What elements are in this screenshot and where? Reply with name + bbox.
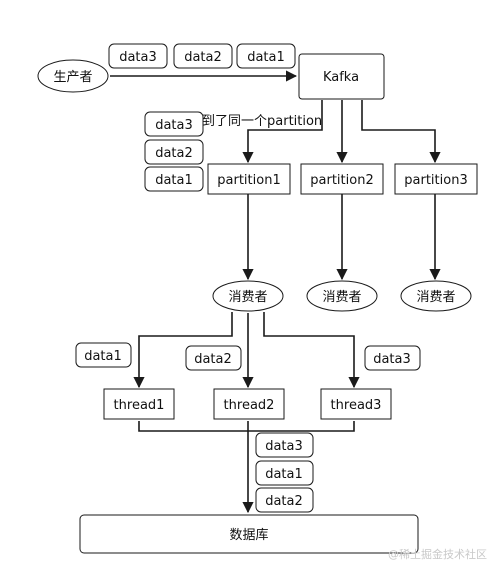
- consumer-node-3: 消费者: [400, 280, 472, 312]
- producer-batch-item-3: data1: [247, 50, 285, 65]
- thread-label-2: thread2: [224, 398, 275, 413]
- edge-kafka-partition3: [361, 100, 441, 164]
- partition-batch-item-3: data1: [155, 173, 193, 188]
- thread-tag-3: data3: [364, 345, 421, 371]
- producer-batch: data3 data2 data1: [108, 43, 296, 69]
- database-batch: data3 data1 data2: [255, 432, 314, 513]
- kafka-label: Kafka: [323, 70, 359, 85]
- partition-note: 到了同一个partition: [202, 114, 322, 129]
- database-batch-item-3: data2: [265, 494, 303, 509]
- thread-label-3: thread3: [331, 398, 382, 413]
- partition-batch-box-2: [144, 139, 204, 165]
- database-batch-box-2: [255, 460, 314, 486]
- consumer-label-2: 消费者: [322, 290, 361, 305]
- partition-node-1: partition1: [207, 163, 291, 195]
- database-batch-box-3: [255, 487, 314, 513]
- producer-label: 生产者: [53, 70, 92, 85]
- thread-tag-label-3: data3: [373, 352, 411, 367]
- edge-consumer-thread1: [133, 312, 233, 389]
- edge-threads-join: [138, 421, 355, 432]
- consumer-label-3: 消费者: [416, 290, 455, 305]
- database-node: 数据库: [79, 514, 419, 554]
- thread-node-2: thread2: [213, 388, 285, 420]
- thread-node-1: thread1: [103, 388, 175, 420]
- edge-consumer-thread3: [263, 312, 360, 389]
- consumer-label-1: 消费者: [228, 290, 267, 305]
- partition-label-3: partition3: [404, 173, 467, 188]
- producer-node: 生产者: [37, 59, 109, 93]
- thread-tag-label-1: data1: [84, 349, 122, 364]
- consumer-node-1: 消费者: [212, 280, 284, 312]
- producer-batch-item-1: data3: [119, 50, 157, 65]
- partition-node-3: partition3: [394, 163, 478, 195]
- consumer-node-2: 消费者: [306, 280, 378, 312]
- partition-node-2: partition2: [300, 163, 384, 195]
- partition-batch: data3 data2 data1: [144, 111, 204, 192]
- database-batch-item-1: data3: [265, 439, 303, 454]
- thread-tag-label-2: data2: [194, 352, 232, 367]
- producer-batch-box-3: [236, 43, 296, 69]
- thread-label-1: thread1: [114, 398, 165, 413]
- thread-node-3: thread3: [320, 388, 392, 420]
- producer-batch-box-1: [108, 43, 168, 69]
- kafka-node: Kafka: [298, 53, 385, 100]
- database-batch-box-1: [255, 432, 314, 458]
- partition-batch-box-3: [144, 166, 204, 192]
- partition-label-1: partition1: [217, 173, 280, 188]
- partition-batch-item-2: data2: [155, 146, 193, 161]
- partition-label-2: partition2: [310, 173, 373, 188]
- watermark: @稀土掘金技术社区: [388, 547, 487, 561]
- producer-batch-box-2: [173, 43, 233, 69]
- thread-tag-1: data1: [75, 342, 132, 368]
- database-batch-item-2: data1: [265, 467, 303, 482]
- partition-batch-item-1: data3: [155, 118, 193, 133]
- partition-batch-box-1: [144, 111, 204, 137]
- thread-tag-2: data2: [185, 345, 242, 371]
- edge-kafka-partition1: [242, 100, 323, 164]
- producer-batch-item-2: data2: [184, 50, 222, 65]
- database-label: 数据库: [229, 527, 268, 543]
